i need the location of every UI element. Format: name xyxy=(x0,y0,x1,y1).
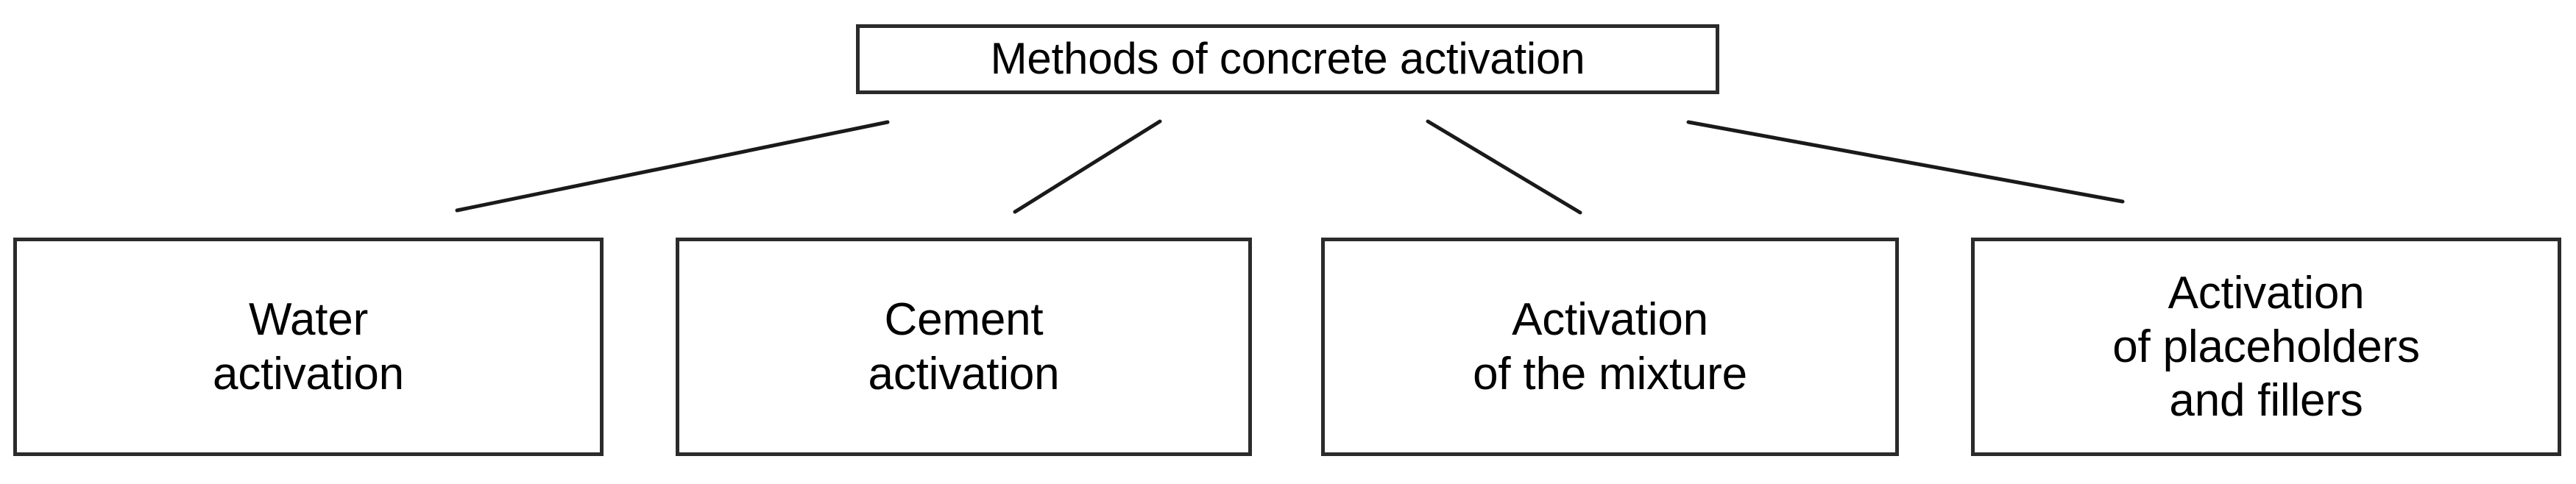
node-activation-of-the-mixture[interactable]: Activation of the mixture xyxy=(1321,238,1899,456)
connector-root-to-cement-activation xyxy=(1013,119,1162,214)
node-water-activation-label: Water activation xyxy=(213,294,404,399)
node-water-activation[interactable]: Water activation xyxy=(13,238,604,456)
root-node-label: Methods of concrete activation xyxy=(990,34,1585,84)
root-node-methods-of-concrete-activation[interactable]: Methods of concrete activation xyxy=(856,24,1719,94)
node-cement-activation-label: Cement activation xyxy=(868,294,1060,399)
node-activation-of-the-mixture-label: Activation of the mixture xyxy=(1473,294,1747,399)
connector-root-to-placeholders-activation xyxy=(1686,120,2125,204)
node-activation-of-placeholders-and-fillers-label: Activation of placeholders and fillers xyxy=(2112,267,2420,427)
connector-root-to-water-activation xyxy=(455,120,890,213)
node-cement-activation[interactable]: Cement activation xyxy=(676,238,1252,456)
node-activation-of-placeholders-and-fillers[interactable]: Activation of placeholders and fillers xyxy=(1971,238,2561,456)
connector-root-to-mixture-activation xyxy=(1426,119,1582,215)
